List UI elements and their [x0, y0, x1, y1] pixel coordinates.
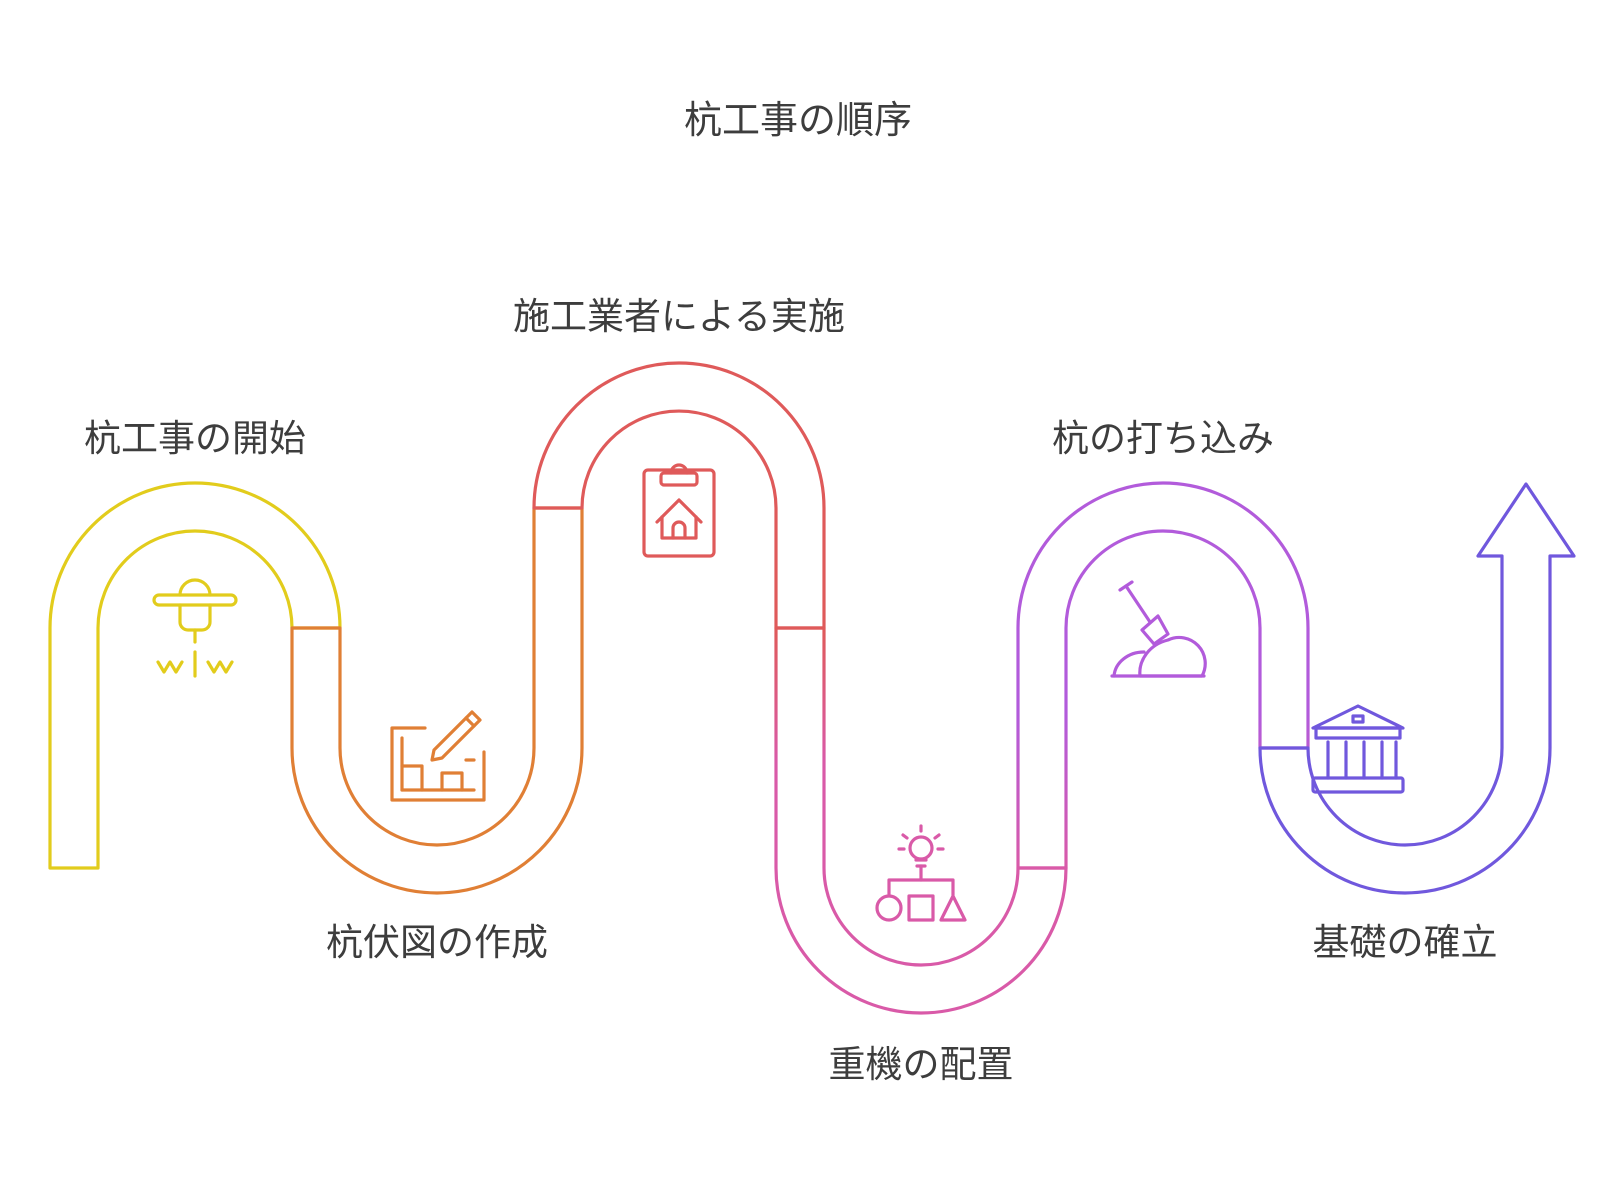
step-label-6: 基礎の確立: [1313, 921, 1498, 964]
step-label-5: 杭の打ち込み: [1052, 417, 1274, 460]
step-label-1: 杭工事の開始: [84, 417, 306, 460]
clipboard-house-icon: [642, 463, 716, 558]
step-label-3: 施工業者による実施: [513, 295, 845, 338]
band-segment-2: [290, 506, 584, 895]
band-segment-5: [1016, 481, 1310, 870]
jackhammer-icon: [152, 578, 238, 678]
band-segment-4: [774, 626, 1068, 1015]
blueprint-pencil-icon: [390, 710, 486, 802]
lightbulb-shapes-icon: [875, 824, 967, 922]
band-segment-6-arrow: [1258, 482, 1576, 895]
shovel-dirt-icon: [1110, 580, 1207, 678]
step-label-4: 重機の配置: [829, 1043, 1014, 1086]
step-label-2: 杭伏図の作成: [326, 921, 548, 964]
band-segment-3: [532, 361, 826, 630]
diagram-title: 杭工事の順序: [684, 98, 912, 142]
bank-building-icon: [1311, 704, 1405, 794]
band-segment-1: [48, 481, 342, 870]
